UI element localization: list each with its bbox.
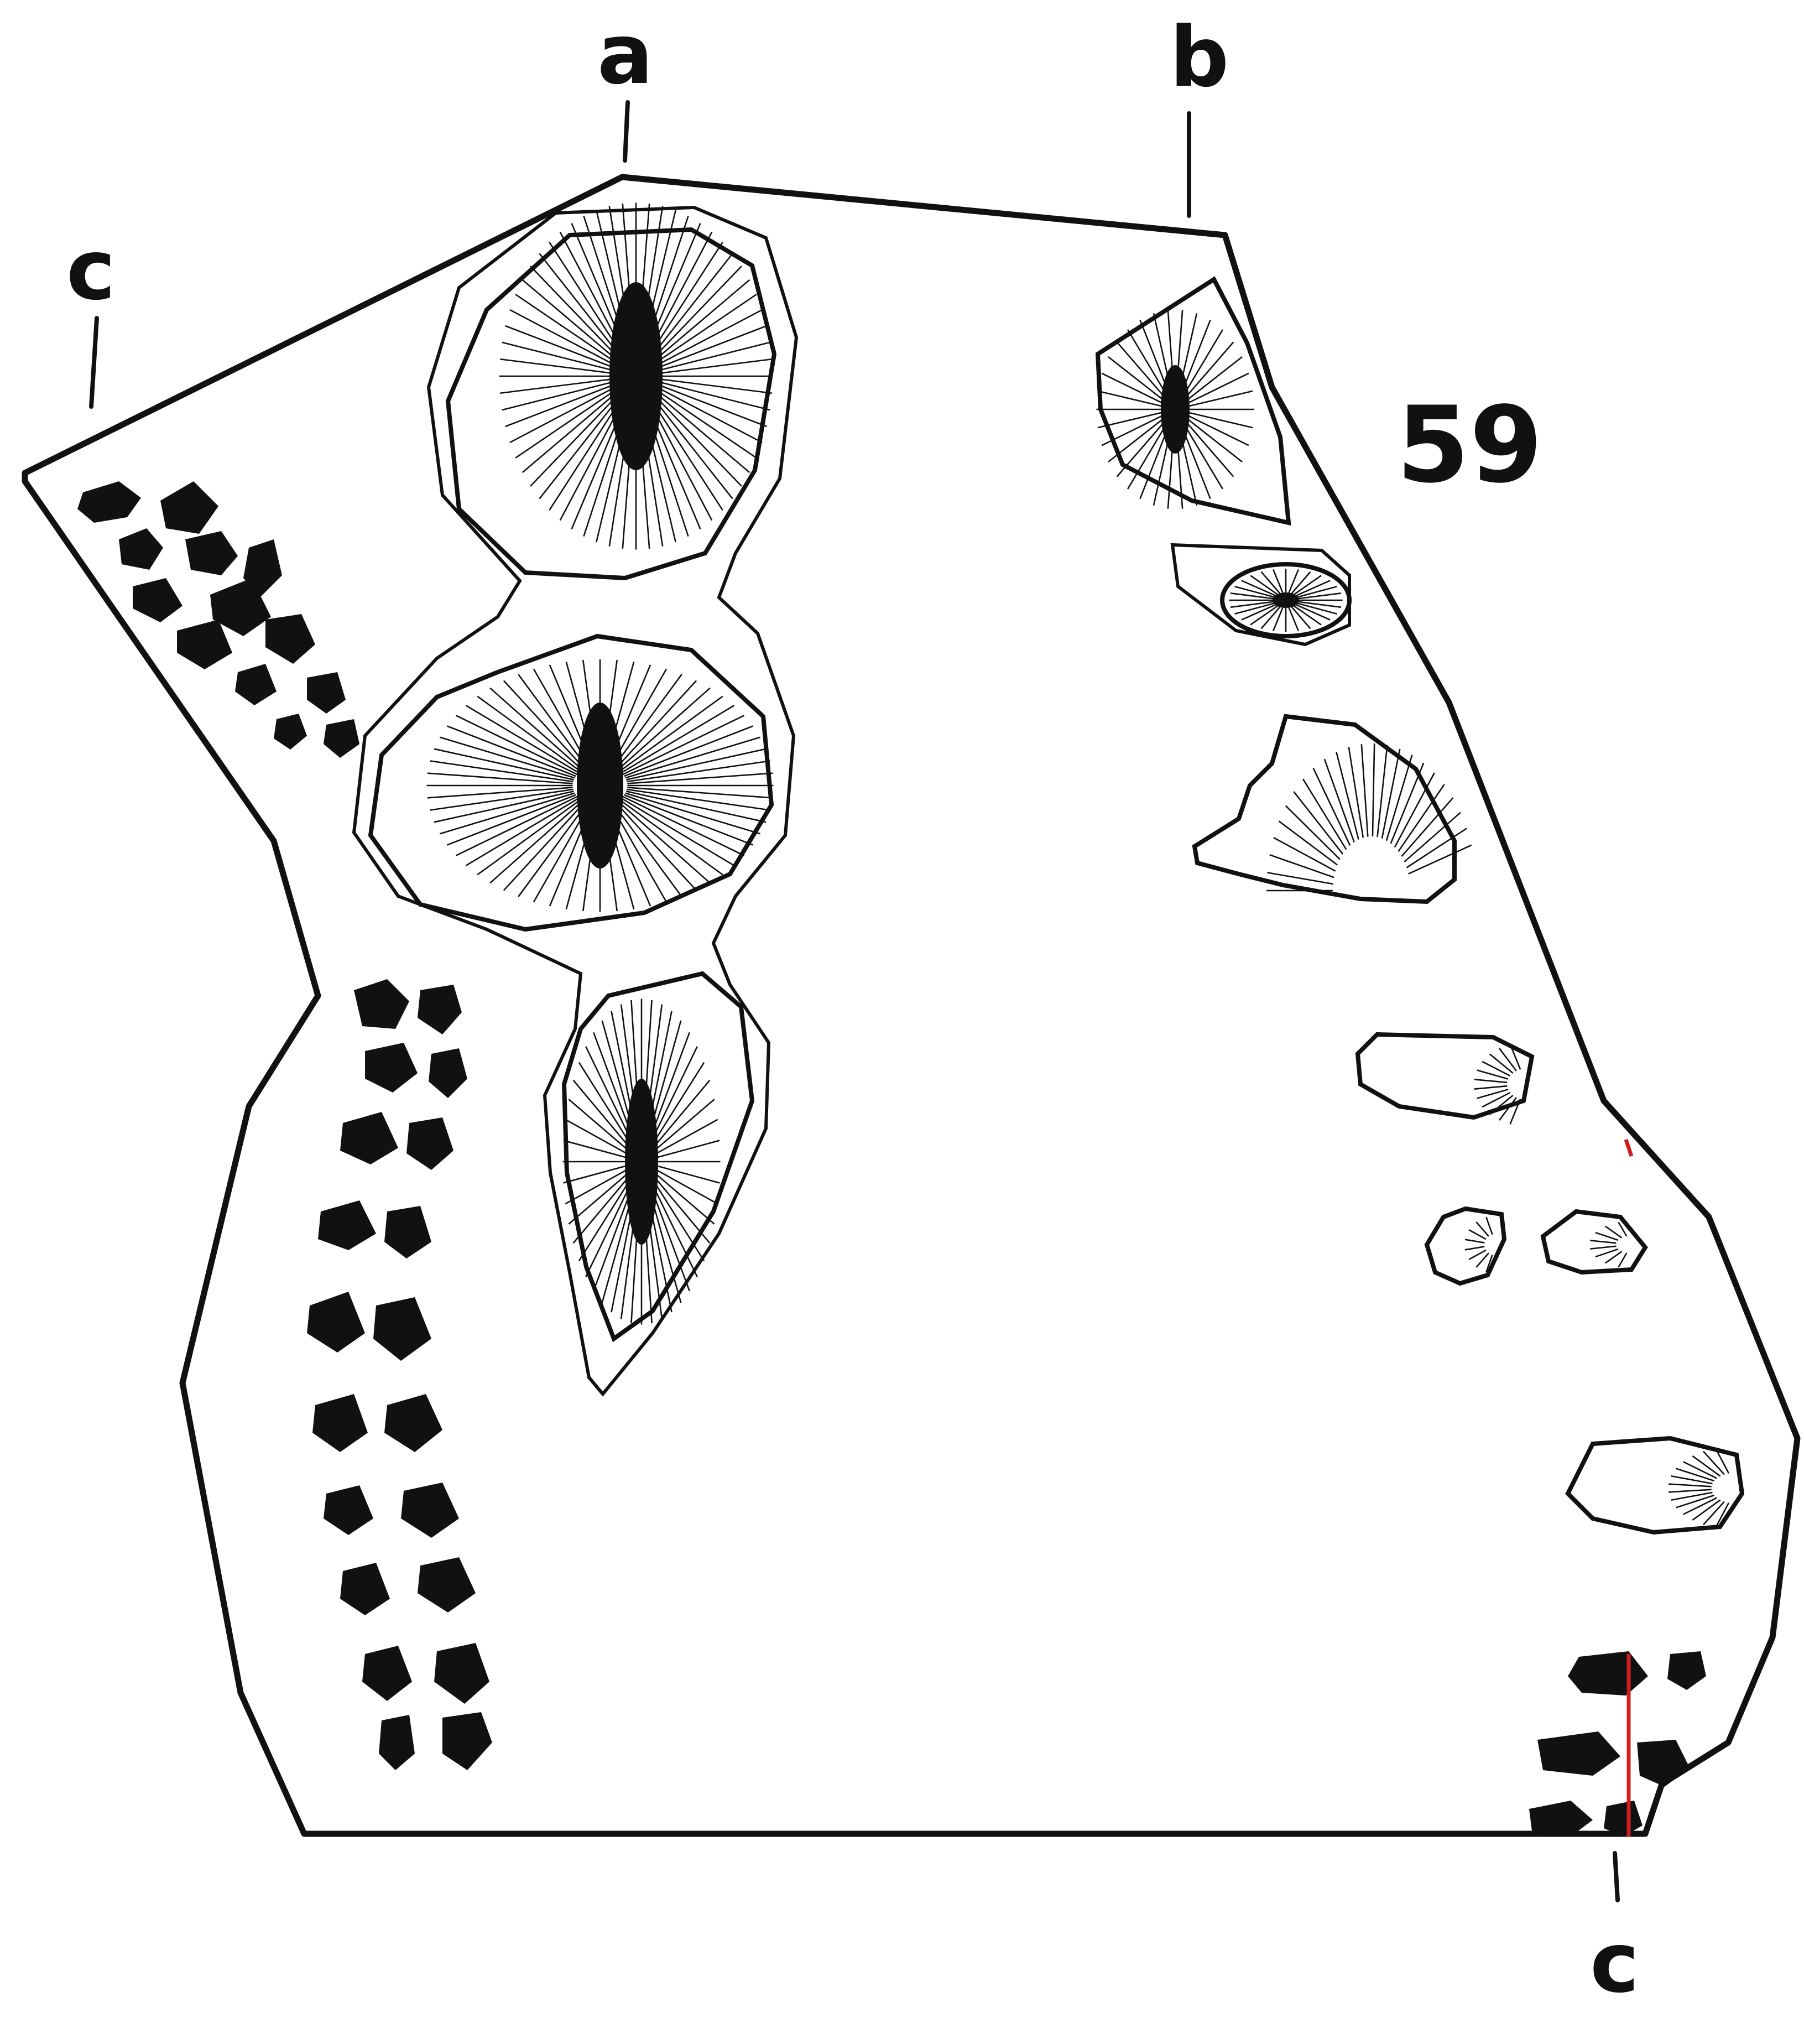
- corallite-b2: [1172, 545, 1349, 644]
- trabeculae-lower-left: [307, 979, 492, 1770]
- label-c-left: c: [66, 222, 116, 319]
- label-b: b: [1170, 9, 1229, 106]
- leader-c-left: [91, 318, 97, 407]
- trabeculae-lower-right: [1529, 1651, 1706, 1837]
- corallite-oval-2: [1568, 1438, 1742, 1532]
- leader-c-bottom: [1615, 1853, 1618, 1900]
- corallite-small-1: [1427, 1209, 1504, 1283]
- figure-number: 59: [1396, 384, 1542, 506]
- corallite-b1: [1097, 279, 1289, 523]
- corallite-small-2: [1543, 1211, 1645, 1272]
- label-c-bottom: c: [1590, 1915, 1639, 2011]
- label-a: a: [597, 7, 653, 103]
- corallite-a3: [563, 974, 753, 1339]
- corallite-fan: [1195, 716, 1472, 902]
- leader-a: [625, 102, 628, 160]
- corallite-oval-1: [1358, 1034, 1532, 1124]
